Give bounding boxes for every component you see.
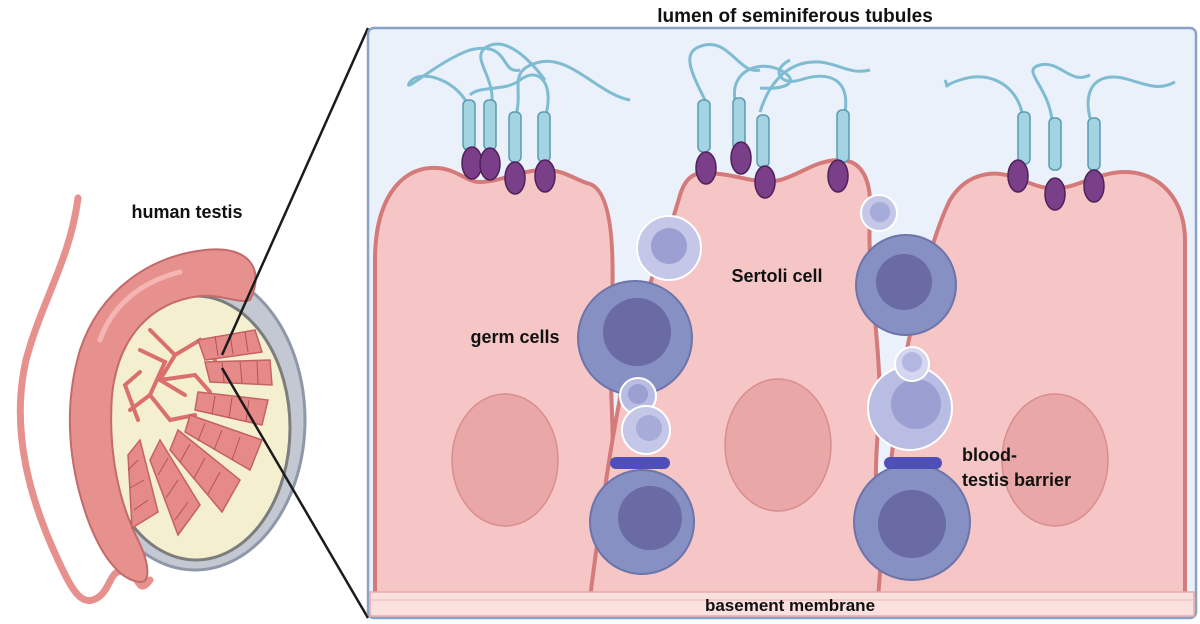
zoom-line-bottom	[220, 367, 370, 619]
sertoli-nucleus-middle	[724, 378, 832, 512]
spermatozoa-group-middle	[688, 43, 871, 199]
sertoli-cell-left	[373, 165, 615, 600]
spermatozoa-group-left	[406, 42, 631, 195]
zoom-line-top	[220, 27, 370, 356]
sertoli-nucleus-left	[451, 393, 559, 527]
lobule-ridges	[127, 331, 259, 521]
tight-junction-left	[610, 457, 670, 469]
label-germ-cells: germ cells	[470, 327, 559, 347]
label-lumen: lumen of seminiferous tubules	[657, 6, 933, 27]
epididymis-highlight	[97, 269, 183, 343]
label-human-testis: human testis	[131, 202, 242, 222]
human-testis-illustration	[16, 27, 370, 619]
tubule-panel	[366, 26, 1198, 620]
sertoli-nucleus-right	[1001, 393, 1109, 527]
epididymis	[68, 248, 257, 583]
germ-cell-column-left	[577, 215, 702, 575]
germ-cell-column-right	[853, 194, 971, 581]
label-sertoli-cell: Sertoli cell	[731, 266, 822, 286]
basement-membrane	[369, 591, 1195, 617]
tight-junction-right	[884, 457, 942, 469]
label-btb-line2: testis barrier	[962, 470, 1071, 490]
spermatozoa-group-right	[943, 62, 1176, 211]
label-basement-membrane: basement membrane	[705, 596, 875, 615]
label-btb-line1: blood-	[962, 445, 1017, 465]
